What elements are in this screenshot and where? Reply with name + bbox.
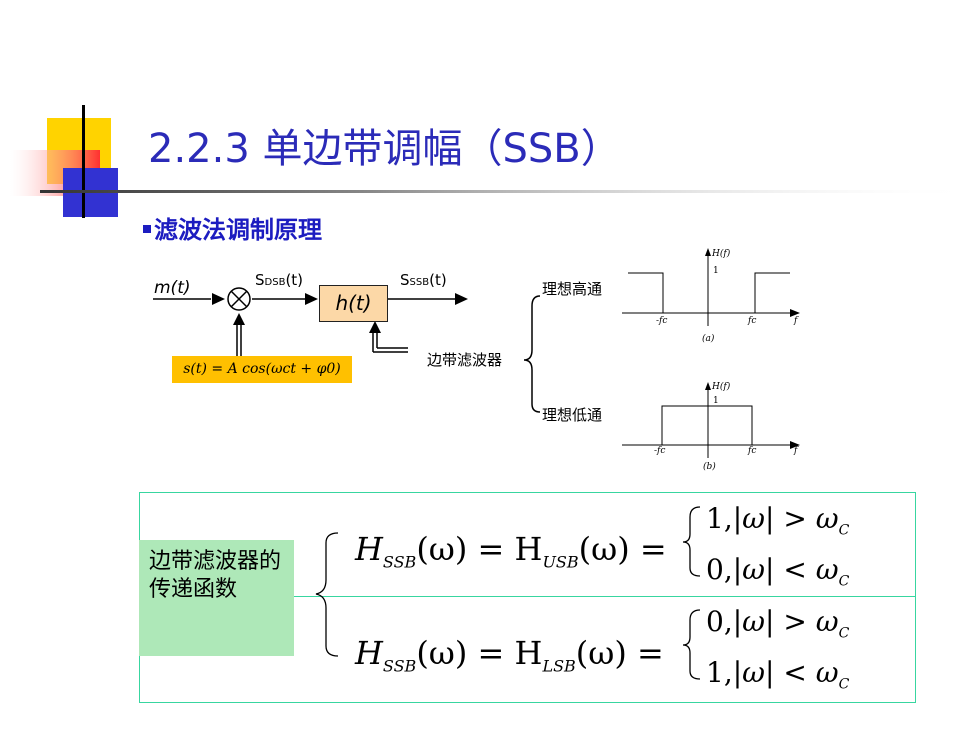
- usb-case1-value: 1,: [706, 502, 733, 535]
- lsb-equation: HSSB(ω) = HLSB(ω) =: [355, 634, 664, 675]
- lsb-case-stop: 0,|ω| > ωC: [706, 605, 850, 642]
- plot-a-fc: fc: [748, 316, 757, 326]
- usb-case1-omega: ω: [742, 502, 765, 535]
- dsb-signal-label: SDSB(t): [255, 271, 303, 289]
- bullet-item: 滤波法调制原理: [143, 210, 322, 245]
- carrier-label: s(t) = A cos(ωct + φ0): [172, 356, 352, 383]
- lsb-mid: (ω) = H: [416, 634, 543, 672]
- usb-case1-c: C: [838, 522, 850, 539]
- plot-a-ylabel: H(f): [712, 249, 731, 259]
- plot-b-one: 1: [713, 396, 719, 406]
- lsb-case1-omega: ω: [742, 605, 765, 638]
- lsb-case2-omega: ω: [742, 656, 765, 689]
- plot-b-xlabel: f: [794, 446, 798, 456]
- usb-case-stop: 0,|ω| < ωC: [706, 553, 850, 590]
- usb-equation: HSSB(ω) = HUSB(ω) =: [355, 530, 667, 571]
- ssb-sub: SSB: [409, 277, 430, 288]
- slide-title: 2.2.3 单边带调幅（SSB）: [148, 126, 621, 172]
- plot-a-one: 1: [713, 266, 719, 276]
- usb-case1-op: >: [783, 502, 807, 535]
- dsb-s: S: [255, 271, 265, 289]
- usb-lhs-sub: SSB: [382, 552, 417, 572]
- lsb-case1-c: C: [838, 625, 850, 642]
- dsb-tail: (t): [285, 271, 304, 289]
- bullet-square-icon: [143, 225, 151, 233]
- lsb-case2-op: <: [783, 656, 807, 689]
- usb-case2-c: C: [838, 573, 850, 590]
- usb-rhs-sub: USB: [542, 552, 579, 572]
- usb-case1-omega-c: ω: [815, 502, 839, 535]
- plot-a-neg-fc: -fc: [656, 316, 668, 326]
- lsb-case-pass: 1,|ω| < ωC: [706, 656, 850, 693]
- usb-case2-omega: ω: [742, 553, 765, 586]
- lsb-case2-value: 1,: [706, 656, 733, 689]
- lsb-case1-value: 0,: [706, 605, 733, 638]
- usb-case-pass: 1,|ω| > ωC: [706, 502, 850, 539]
- plot-a-xlabel: f: [794, 316, 798, 326]
- usb-lhs: H: [355, 530, 383, 568]
- ssb-tail: (t): [429, 271, 447, 289]
- highpass-label: 理想高通: [542, 280, 603, 298]
- ssb-signal-label: SSSB(t): [400, 271, 447, 289]
- usb-case2-omega-c: ω: [815, 553, 839, 586]
- plot-a-caption: (a): [702, 334, 715, 344]
- plot-b-caption: (b): [703, 462, 716, 472]
- bullet-text: 滤波法调制原理: [154, 216, 322, 244]
- input-signal-label: m(t): [154, 278, 191, 298]
- lsb-lhs-sub: SSB: [382, 656, 417, 676]
- equation-braces: [315, 506, 701, 680]
- lsb-case1-op: >: [783, 605, 807, 638]
- plot-b-fc: fc: [748, 446, 757, 456]
- lsb-case1-omega-c: ω: [815, 605, 839, 638]
- plot-b-ylabel: H(f): [712, 382, 731, 392]
- usb-case2-op: <: [783, 553, 807, 586]
- transfer-function-divider: [294, 596, 916, 597]
- block-diagram-lines: [153, 287, 541, 413]
- lsb-tail: (ω) =: [575, 634, 664, 672]
- lowpass-response-plot: [622, 382, 800, 458]
- lowpass-label: 理想低通: [542, 406, 603, 424]
- lsb-rhs-sub: LSB: [542, 656, 576, 676]
- lsb-case2-omega-c: ω: [815, 656, 839, 689]
- corner-decoration: [10, 105, 980, 218]
- usb-mid: (ω) = H: [416, 530, 543, 568]
- ssb-s: S: [400, 271, 410, 289]
- usb-tail: (ω) =: [578, 530, 667, 568]
- transfer-function-label: 边带滤波器的传递函数: [139, 540, 294, 656]
- sideband-filter-label: 边带滤波器: [427, 351, 503, 369]
- filter-block: h(t): [319, 285, 388, 322]
- usb-case2-value: 0,: [706, 553, 733, 586]
- plot-b-neg-fc: -fc: [654, 446, 666, 456]
- lsb-lhs: H: [355, 634, 383, 672]
- lsb-case2-c: C: [838, 676, 850, 693]
- dsb-sub: DSB: [264, 277, 286, 288]
- highpass-response-plot: [622, 248, 800, 326]
